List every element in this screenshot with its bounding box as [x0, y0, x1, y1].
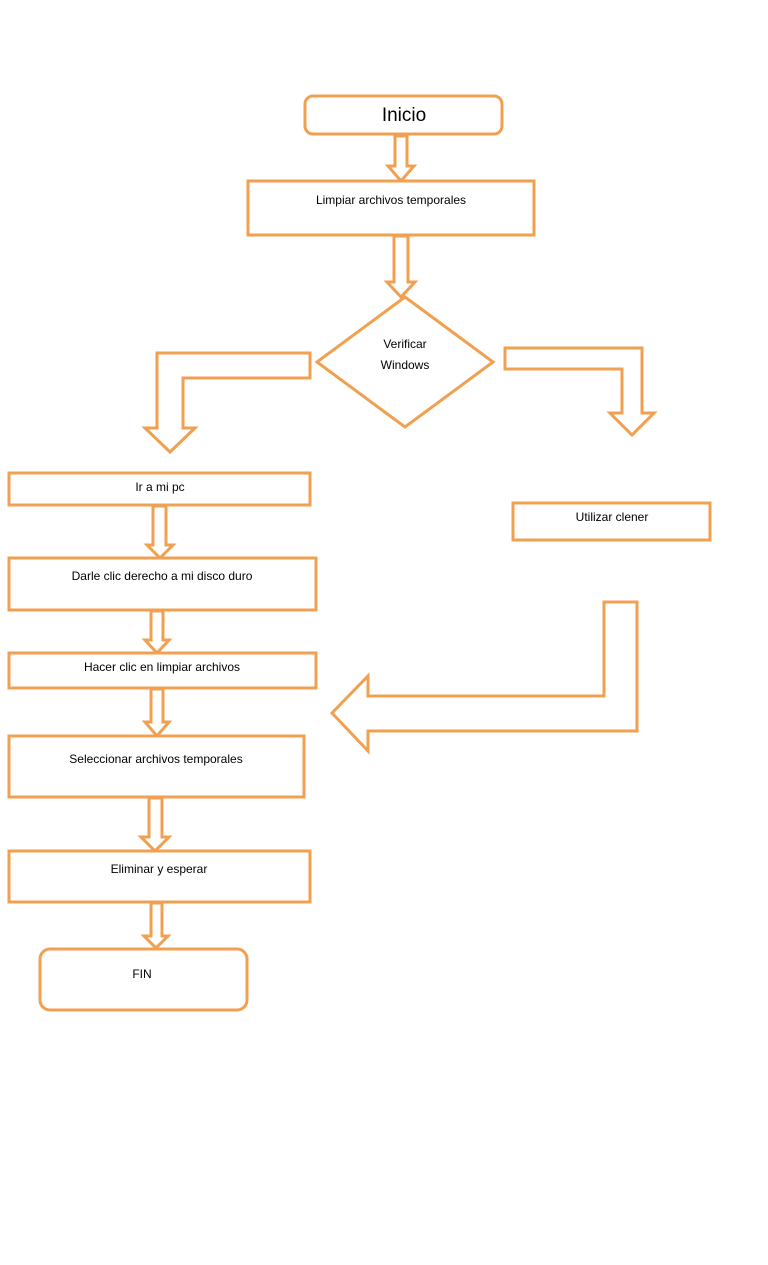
darle-clic-label: Darle clic derecho a mi disco duro	[72, 569, 253, 583]
inicio-label: Inicio	[382, 105, 426, 126]
hacer-clic-box	[7, 651, 318, 690]
arrow-verificar-to-utilizar	[503, 346, 658, 438]
utilizar-label: Utilizar clener	[576, 510, 649, 524]
arrow-hacer-to-seleccionar	[141, 687, 173, 739]
verificar-label-line2: Windows	[381, 358, 430, 372]
arrow-darle-to-hacer	[141, 609, 173, 656]
arrow-inicio-to-limpiar	[384, 134, 418, 184]
hacer-clic-label: Hacer clic en limpiar archivos	[84, 660, 240, 674]
arrow-utilizar-return	[329, 600, 639, 755]
eliminar-label: Eliminar y esperar	[111, 862, 208, 876]
arrow-eliminar-to-fin	[140, 901, 172, 951]
verificar-decision-diamond	[314, 295, 496, 429]
arrow-seleccionar-to-eliminar	[137, 796, 173, 854]
utilizar-box	[511, 501, 712, 542]
limpiar-process-box	[246, 179, 536, 237]
start-terminator	[303, 94, 504, 136]
verificar-label-line1: Verificar	[383, 337, 426, 351]
fin-label: FIN	[132, 967, 151, 981]
arrow-verificar-to-ir-mi-pc	[141, 351, 312, 455]
arrow-ir-to-darle	[143, 504, 177, 561]
seleccionar-box	[7, 734, 306, 799]
seleccionar-label: Seleccionar archivos temporales	[69, 752, 242, 766]
end-terminator	[38, 947, 249, 1012]
darle-clic-box	[7, 556, 318, 612]
arrow-limpiar-to-verificar	[383, 234, 419, 300]
ir-mi-pc-label: Ir a mi pc	[135, 480, 184, 494]
eliminar-box	[7, 849, 312, 904]
limpiar-label: Limpiar archivos temporales	[316, 193, 466, 207]
